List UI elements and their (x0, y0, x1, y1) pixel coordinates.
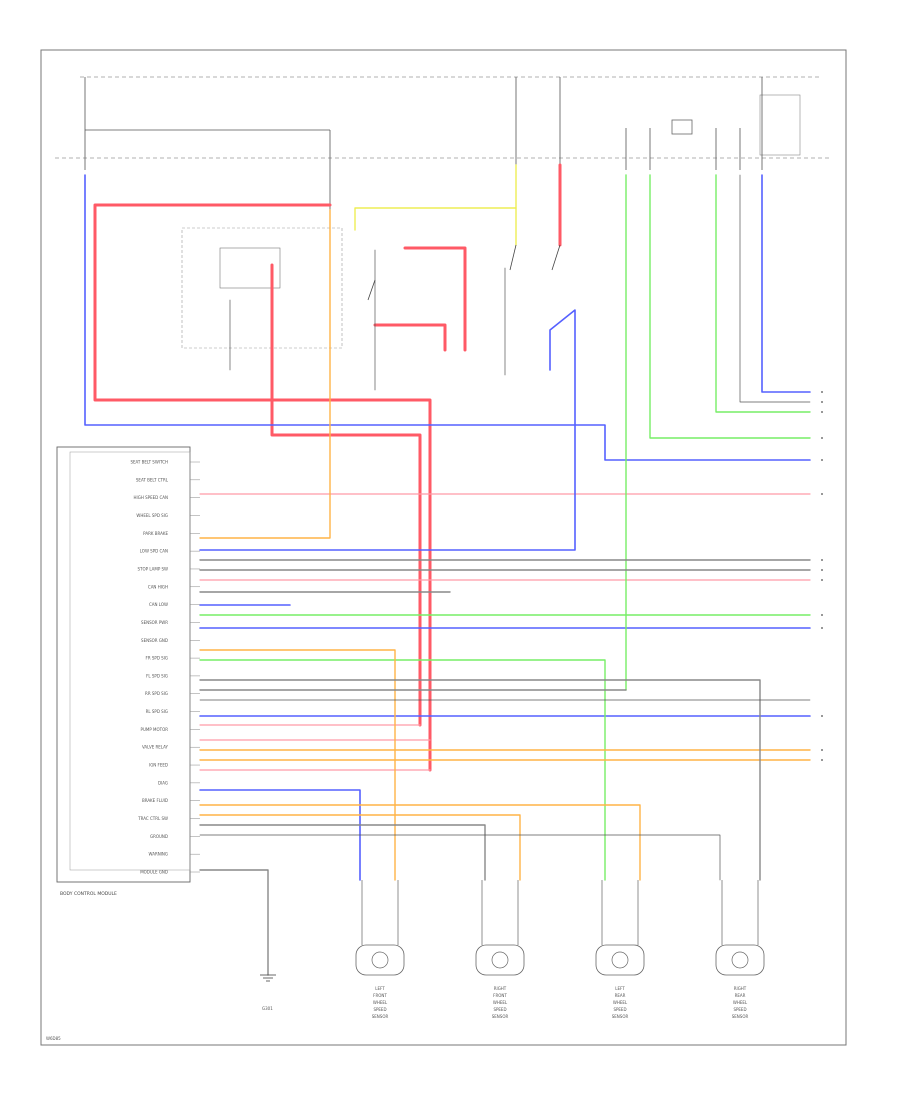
sensor-label-word: WHEEL (373, 1000, 388, 1005)
wire-pink-group (199, 493, 811, 771)
sensor-coil-icon (491, 951, 509, 969)
wire-red-group (93, 163, 562, 772)
wheel-speed-sensor: RIGHT FRONT WHEEL SPEED SENSOR (475, 880, 525, 1019)
module-pin-label: HIGH SPEED CAN (134, 495, 168, 500)
fuse-block-symbol (671, 119, 693, 135)
module-inner-frame (69, 451, 191, 871)
module-pin-label: IGN FEED (149, 763, 168, 768)
sensor-coil-icon (731, 951, 749, 969)
sensor-label-word: LEFT (375, 986, 385, 991)
sensor-label-word: LEFT (615, 986, 625, 991)
wire-yellow-group (354, 164, 517, 246)
sensor-label-word: SPEED (493, 1007, 506, 1012)
module-label: BODY CONTROL MODULE (60, 891, 117, 897)
module-pin-label: RL SPD SIG (146, 709, 168, 714)
diagram-frame (40, 49, 847, 1046)
module-pin-label: BRAKE FLUID (142, 798, 168, 803)
module-pin-label: FL SPD SIG (146, 673, 168, 678)
sensor-coil-icon (611, 951, 629, 969)
module-pin-ticks (190, 461, 200, 873)
module-pin-label: TRAC CTRL SW (137, 816, 168, 821)
wire-green-group (199, 174, 811, 881)
module-pin-label: WHEEL SPD SIG (136, 513, 168, 518)
sensor-label-word: SPEED (613, 1007, 626, 1012)
sensor-label-word: SPEED (733, 1007, 746, 1012)
fuse-drops (84, 77, 763, 220)
wheel-speed-sensors: LEFT FRONT WHEEL SPEED SENSOR RIGHT FRONT WHEEL… (355, 880, 765, 1019)
sensor-body (355, 944, 405, 976)
body-control-module (56, 446, 191, 883)
module-pin-label: GROUND (150, 834, 168, 839)
sensor-label-word: FRONT (493, 993, 507, 998)
fuse-box-right (759, 94, 801, 156)
sensor-body (715, 944, 765, 976)
sensor-label-word: SENSOR (372, 1014, 389, 1019)
sensor-coil-icon (371, 951, 389, 969)
wire-thin-group (199, 174, 811, 881)
module-pin-label: PUMP MOTOR (141, 727, 169, 732)
sensor-label-word: REAR (735, 993, 746, 998)
module-pin-label: SEAT BELT SWITCH (130, 460, 168, 465)
wire-orange-group (199, 209, 811, 881)
sensor-label-word: WHEEL (613, 1000, 628, 1005)
sensor-label-word: WHEEL (493, 1000, 508, 1005)
module-pin-label: DIAG (158, 780, 168, 785)
switch-symbols (367, 244, 561, 301)
module-pin-label: STOP LAMP SW (138, 566, 169, 571)
sensor-label-word: SENSOR (732, 1014, 749, 1019)
module-pin-label: MODULE GND (140, 870, 168, 875)
wheel-speed-sensor: RIGHT REAR WHEEL SPEED SENSOR (715, 880, 765, 1019)
module-pin-label: PARK BRAKE (143, 531, 168, 536)
module-pin-label: SENSOR GND (141, 638, 168, 643)
module-pin-label: RR SPD SIG (145, 691, 168, 696)
wire-blue-group (84, 174, 811, 881)
module-pin-label: WARNING (148, 852, 168, 857)
sensor-label-word: RIGHT (494, 986, 507, 991)
sensor-label-word: SPEED (373, 1007, 386, 1012)
module-pin-label: SENSOR PWR (141, 620, 168, 625)
ground-symbol (260, 974, 276, 982)
sensor-label-word: SENSOR (612, 1014, 629, 1019)
module-pin-label: SEAT BELT CTRL (136, 477, 169, 482)
module-pin-label: CAN LOW (149, 602, 168, 607)
relay-box (181, 227, 343, 349)
module-pin-label: FR SPD SIG (146, 656, 168, 661)
module-pin-label: LOW SPD CAN (140, 549, 168, 554)
wheel-speed-sensor: LEFT REAR WHEEL SPEED SENSOR (595, 880, 645, 1019)
sensor-label-word: WHEEL (733, 1000, 748, 1005)
terminal-markers (821, 391, 823, 761)
sensor-label-word: REAR (615, 993, 626, 998)
module-pin-labels: SEAT BELT SWITCH SEAT BELT CTRL HIGH SPEED… (130, 460, 168, 875)
footer-code: W6D85 (46, 1036, 61, 1041)
sensor-body (595, 944, 645, 976)
module-pin-label: CAN HIGH (148, 584, 168, 589)
sensor-label-word: FRONT (373, 993, 387, 998)
sensor-label-word: SENSOR (492, 1014, 509, 1019)
relay-inner (219, 247, 281, 289)
sensor-body (475, 944, 525, 976)
sensor-label-word: RIGHT (734, 986, 747, 991)
ground-label: G301 (262, 1006, 273, 1011)
wire-gray-group (199, 559, 811, 976)
wheel-speed-sensor: LEFT FRONT WHEEL SPEED SENSOR (355, 880, 405, 1019)
module-pin-label: VALVE RELAY (142, 745, 169, 750)
